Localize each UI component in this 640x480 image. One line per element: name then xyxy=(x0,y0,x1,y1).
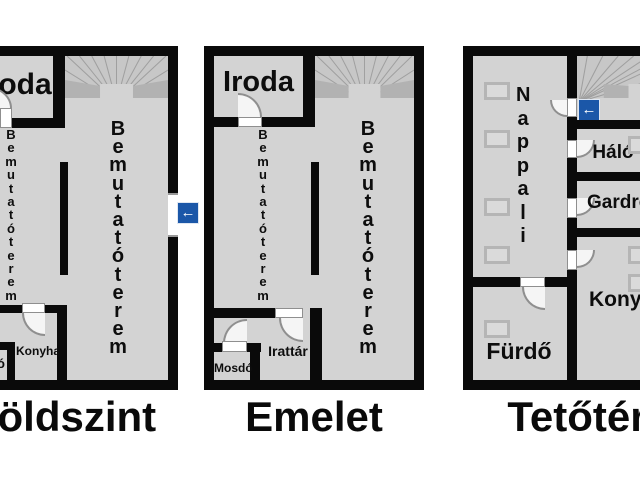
door-leaf xyxy=(520,277,545,287)
wall xyxy=(57,305,67,380)
entrance-arrow-icon: ← xyxy=(578,99,600,121)
floor-label-tetoter: Tetőtér xyxy=(507,393,640,440)
staircase xyxy=(65,56,168,104)
door-leaf xyxy=(567,250,577,270)
room-iroda xyxy=(214,56,315,127)
wall xyxy=(567,228,640,237)
door-leaf xyxy=(222,341,247,352)
door-leaf xyxy=(567,140,577,158)
wall xyxy=(473,277,520,287)
skylight-window xyxy=(484,82,510,100)
floorplan-foldszint: Iroda B e m u t a t ó t e r e m B e m u … xyxy=(0,46,199,390)
skylight-window xyxy=(484,320,510,338)
wall xyxy=(7,342,15,380)
room-label-bemutatoterem-left: B e m u t a t ó t e r e m xyxy=(257,127,269,303)
room-iroda xyxy=(0,56,65,128)
wall xyxy=(567,120,640,129)
skylight-window xyxy=(484,130,510,148)
wall xyxy=(60,162,68,275)
floor-label-foldszint: Földszint xyxy=(0,393,157,440)
skylight-window xyxy=(628,274,640,292)
door-swing xyxy=(279,318,303,342)
door-leaf xyxy=(22,303,45,313)
door-swing xyxy=(522,287,545,310)
wall xyxy=(567,270,577,380)
floorplan-tetoter: ← Háló Gardrób Konyha Fürdő N a p p a l … xyxy=(463,46,640,390)
skylight-window xyxy=(628,246,640,264)
wall xyxy=(567,56,577,98)
room-label-gardrob: Gardrób xyxy=(587,192,640,213)
wall xyxy=(567,172,640,181)
room-label-konyha: Konyha xyxy=(589,288,640,311)
door-leaf xyxy=(567,198,577,218)
skylight-window xyxy=(484,246,510,264)
skylight-window xyxy=(628,136,640,154)
room-label-bemutatoterem-main: B e m u t a t ó t e r e m xyxy=(109,118,127,359)
door-swing xyxy=(22,313,45,336)
wall xyxy=(214,308,275,318)
door-leaf xyxy=(0,108,12,128)
room-label-furdo: Fürdő xyxy=(486,338,552,364)
room-label-irattar: Irattár xyxy=(268,343,308,359)
door-swing xyxy=(223,319,247,343)
wall xyxy=(310,308,322,380)
room-label-bemutatoterem-left: B e m u t a t ó t e r e m xyxy=(5,127,17,303)
room-label-nappali: N a p p a l i xyxy=(516,84,531,247)
room-label-mosdo: Mosdó xyxy=(214,361,253,375)
wall xyxy=(545,277,577,287)
staircase xyxy=(315,56,414,104)
door-swing xyxy=(577,250,595,268)
skylight-window xyxy=(484,198,510,216)
room-label-mosdo-cut: Mosdó xyxy=(0,356,5,371)
entrance-opening xyxy=(168,193,178,237)
room-label-bemutatoterem-main: B e m u t a t ó t e r e m xyxy=(359,118,377,359)
room-label-iroda: Iroda xyxy=(0,68,52,101)
floor-label-emelet: Emelet xyxy=(245,393,383,440)
entrance-arrow-icon: ← xyxy=(177,202,199,224)
wall xyxy=(250,343,260,380)
wall xyxy=(0,305,22,313)
room-label-iroda: Iroda xyxy=(223,66,294,98)
door-leaf xyxy=(275,308,303,318)
door-leaf xyxy=(238,117,262,127)
wall xyxy=(311,162,319,275)
staircase xyxy=(577,56,640,104)
room-label-halo: Háló xyxy=(592,142,634,163)
door-swing xyxy=(550,100,567,117)
door-leaf xyxy=(567,98,577,117)
wall xyxy=(214,343,222,352)
room-label-konyha: Konyha xyxy=(16,344,61,358)
wall xyxy=(45,305,67,313)
floorplan-emelet: Iroda B e m u t a t ó t e r e m B e m u … xyxy=(204,46,424,390)
